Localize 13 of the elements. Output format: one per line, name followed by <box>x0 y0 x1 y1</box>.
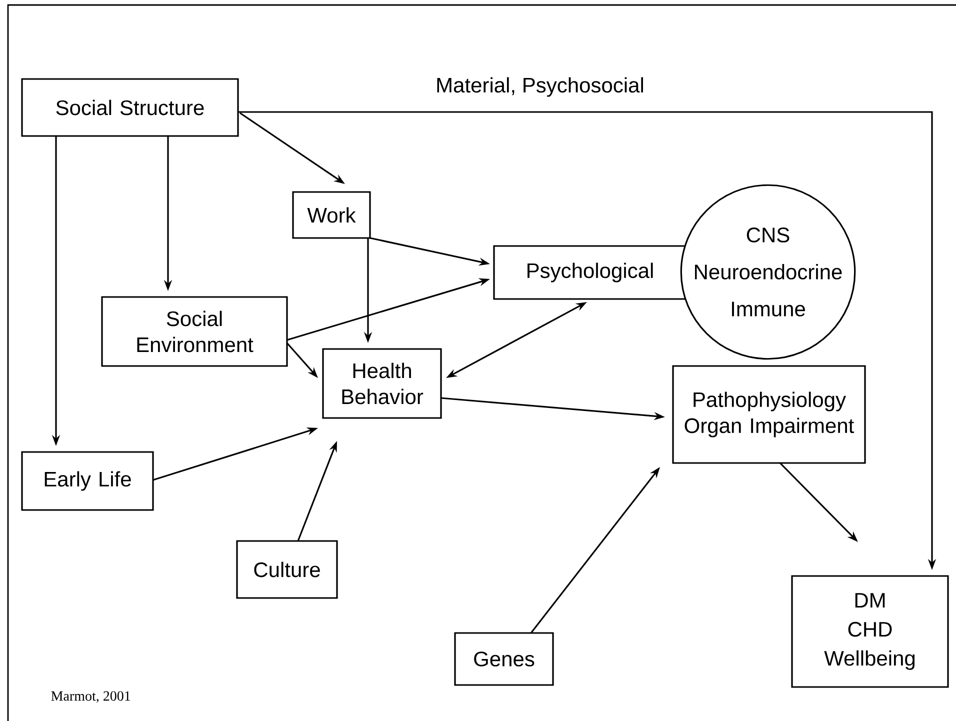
process-box: Social Structure <box>21 78 239 137</box>
process-box: Early Life <box>21 451 154 511</box>
process-box: Work <box>292 191 371 239</box>
process-box: Social Environment <box>101 296 288 367</box>
circle-node: CNS Neuroendocrine Immune <box>680 184 856 360</box>
process-box: Health Behavior <box>322 348 442 419</box>
process-box: DM CHD Wellbeing <box>791 575 949 688</box>
process-box: Pathophysiology Organ Impairment <box>672 365 866 464</box>
edge-label: Material, Psychosocial <box>434 76 646 98</box>
process-box: Culture <box>236 540 338 599</box>
process-box: Genes <box>454 632 554 686</box>
process-box: Psychological <box>493 245 687 300</box>
citation-note: Marmot, 2001 <box>51 691 130 703</box>
